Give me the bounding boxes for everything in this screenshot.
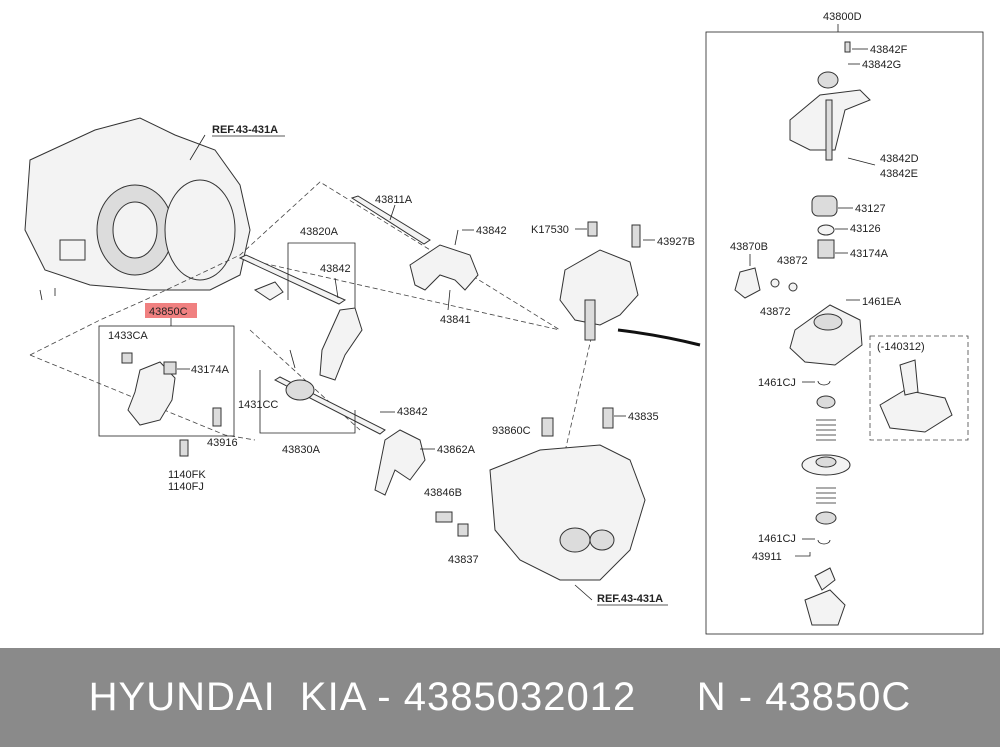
label-1140FJ: 1140FJ (168, 481, 204, 493)
detail-callout-curve (617, 328, 701, 347)
label-43916: 43916 (207, 437, 238, 449)
highlight-43850C (145, 303, 197, 318)
label-43837: 43837 (448, 554, 479, 566)
box-140312 (869, 335, 969, 441)
label-43862A: 43862A (437, 444, 476, 456)
part-93860C (541, 417, 554, 437)
label-1461EA: 1461EA (862, 296, 902, 308)
shift-fork-43862A (374, 429, 426, 496)
footer-bar: HYUNDAI KIA - 4385032012 N - 43850C (0, 648, 1000, 747)
label-43830A: 43830A (282, 444, 321, 456)
part-43127 (811, 195, 838, 217)
part-43126 (817, 224, 835, 236)
alt-cover-assy (879, 359, 953, 433)
label-1461CJ-b: 1461CJ (758, 533, 796, 545)
transmission-housing-right (489, 444, 646, 581)
box-43850C (98, 325, 235, 437)
part-43916 (212, 407, 222, 427)
label-43842E: 43842E (880, 168, 918, 180)
part-43174A-right (817, 239, 835, 259)
select-lever-assy (789, 71, 871, 161)
part-43842F (844, 41, 851, 53)
label-43126: 43126 (850, 223, 881, 235)
part-43872-a (770, 278, 780, 288)
label-1431CC: 1431CC (238, 399, 278, 411)
footer-part-number: HYUNDAI KIA - 4385032012 N - 43850C (88, 675, 912, 719)
label-43911: 43911 (752, 551, 782, 563)
label-43872-b: 43872 (760, 306, 791, 318)
transmission-housing-left (24, 117, 251, 301)
label-K17530: K17530 (531, 224, 569, 236)
label-43842G: 43842G (862, 59, 901, 71)
label-1461CJ-a: 1461CJ (758, 377, 796, 389)
label-43842-low: 43842 (397, 406, 428, 418)
label-43842-mid: 43842 (320, 263, 351, 275)
shift-fork-upper (319, 307, 363, 381)
part-seal-upper (816, 395, 836, 409)
part-1140FK (179, 439, 189, 457)
shift-rail-43820A (238, 254, 347, 305)
explode-dash-upper (29, 181, 561, 356)
label-43841: 43841 (440, 314, 471, 326)
part-43911 (814, 567, 836, 591)
part-K17530 (587, 221, 598, 237)
shift-lug-small (253, 281, 284, 301)
label-43174A-left: 43174A (191, 364, 230, 376)
control-cover-assy (789, 304, 863, 366)
shift-rail-43830A (273, 376, 386, 435)
label-43846B: 43846B (424, 487, 462, 499)
part-43870B (734, 267, 761, 299)
label-1140FK: 1140FK (168, 469, 206, 481)
part-43174A-left (163, 361, 177, 375)
ref-label-top: REF.43-431A (212, 124, 278, 136)
part-43837 (457, 523, 469, 537)
label-43820A: 43820A (300, 226, 339, 238)
ref-label-bottom: REF.43-431A (597, 593, 663, 605)
spring-upper (816, 419, 836, 441)
label-43811A: 43811A (375, 194, 413, 206)
shift-control-housing (559, 249, 639, 341)
label-43872-a: 43872 (777, 255, 808, 267)
part-shift-block (804, 589, 846, 626)
spring-lower (816, 487, 836, 504)
label-43842-top: 43842 (476, 225, 507, 237)
label-43927B: 43927B (657, 236, 695, 248)
label-43870B: 43870B (730, 241, 768, 253)
label-43127: 43127 (855, 203, 886, 215)
part-43835 (602, 407, 614, 429)
part-seal-lower (815, 511, 837, 525)
part-1433CA (121, 352, 133, 364)
label-43842D: 43842D (880, 153, 919, 165)
part-43846B (435, 511, 453, 523)
shift-lug-43841 (409, 244, 479, 291)
explode-dash-lower (29, 354, 256, 441)
box-43800D (705, 31, 984, 635)
label-93860C: 93860C (492, 425, 531, 437)
parts-diagram: REF.43-431A 43811A 43842 43841 43820A 43… (24, 11, 984, 635)
label-140312: (-140312) (877, 341, 925, 353)
shift-rail-43811A (350, 195, 431, 245)
label-43842F: 43842F (870, 44, 908, 56)
label-1433CA: 1433CA (108, 330, 148, 342)
part-43872-b (788, 282, 798, 292)
part-43927B (631, 224, 641, 248)
label-43174A-right: 43174A (850, 248, 889, 260)
label-43800D: 43800D (823, 11, 862, 23)
label-43850C[interactable]: 43850C (149, 306, 188, 318)
label-43835: 43835 (628, 411, 659, 423)
